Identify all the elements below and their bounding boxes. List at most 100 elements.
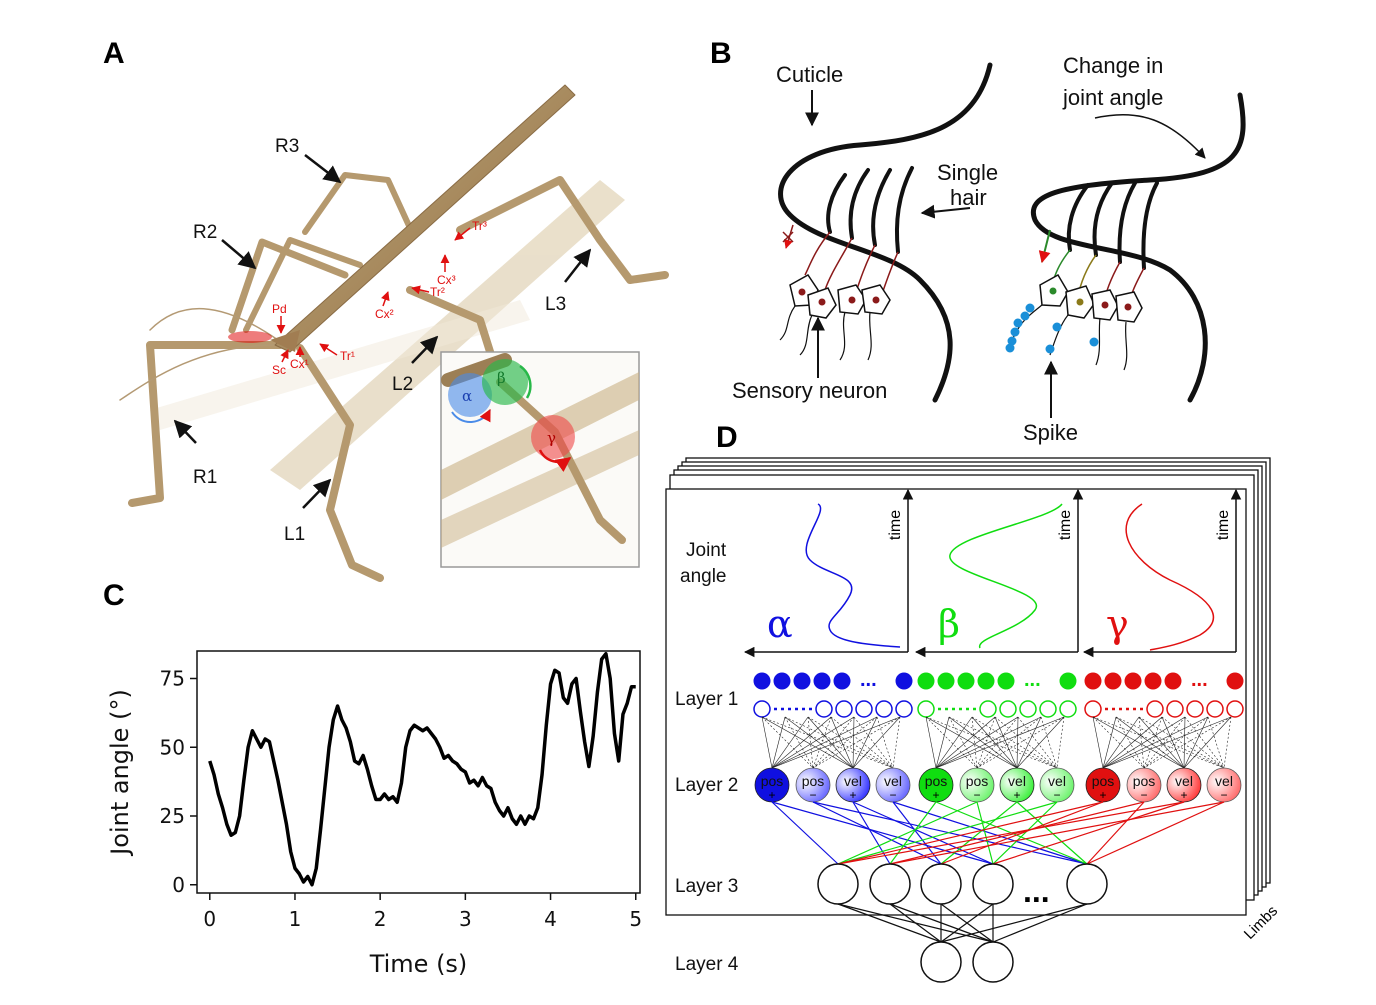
x-tick-label: 4 xyxy=(544,907,557,931)
l1-l2-connection xyxy=(1016,716,1042,769)
layer2-neuron-label: pos xyxy=(1092,773,1115,789)
layer2-neuron-label: vel xyxy=(1175,773,1193,789)
l1-l2-connection xyxy=(1115,716,1185,769)
l1-l2-connection xyxy=(1016,716,1019,769)
l1-l2-connection xyxy=(830,716,854,769)
l1-l2-connection xyxy=(852,716,901,769)
sensory-cells-right xyxy=(1039,273,1143,323)
l1-l2-connection xyxy=(771,716,832,769)
layer2-neuron-sign: − xyxy=(889,788,896,802)
y-tick-label: 25 xyxy=(160,804,185,828)
layer4-neuron xyxy=(920,941,962,983)
l2-l3-connection xyxy=(837,801,1058,865)
l1-l2-connection xyxy=(976,716,1019,769)
label-single-hair-2: hair xyxy=(950,185,987,210)
x-tick-label: 3 xyxy=(459,907,472,931)
l1-l2-connection xyxy=(1223,716,1232,769)
layer1-filled-neuron xyxy=(957,672,975,690)
head-highlight xyxy=(228,331,272,343)
x-tick-label: 5 xyxy=(629,907,642,931)
layer1-open-neuron xyxy=(999,700,1017,718)
l2-l3-connection xyxy=(892,801,1088,865)
l1-l2-connection xyxy=(771,716,901,769)
joint-angle-label-2: angle xyxy=(680,566,727,587)
l1-l2-connection xyxy=(1183,716,1186,769)
l1-l2-connection xyxy=(1092,716,1145,769)
layer1-open-neuron xyxy=(1226,700,1244,718)
joint-angle-line xyxy=(208,652,636,887)
l1-l2-connection xyxy=(1102,716,1209,769)
l2-l3-connection xyxy=(976,801,994,865)
l1-l2-connection xyxy=(1138,716,1145,769)
l2-l3-connection xyxy=(1086,801,1145,865)
l3-l4-connection xyxy=(940,903,994,943)
l2-l3-connection xyxy=(889,801,1145,865)
joint-angle-inset: α β γ xyxy=(440,351,640,568)
l2-l3-connection xyxy=(1086,801,1225,865)
layer3-neuron xyxy=(1066,863,1108,905)
l1-l2-connection xyxy=(1138,716,1225,769)
l1-l2-connection xyxy=(925,716,937,769)
layer4-neuron xyxy=(972,941,1014,983)
l1-l2-connection xyxy=(1040,716,1058,769)
l1-l2-connection xyxy=(976,716,1065,769)
layer1-open-neuron xyxy=(1019,700,1037,718)
layer-2-label: Layer 2 xyxy=(675,775,738,796)
layer2-neuron-sign: + xyxy=(849,788,856,802)
panel-d-letter: D xyxy=(716,421,738,454)
l2-l3-connection xyxy=(812,801,942,865)
label-cuticle: Cuticle xyxy=(776,62,843,87)
blocked-mark xyxy=(782,231,794,243)
l1-l2-connection xyxy=(935,716,1042,769)
l1-l2-connection xyxy=(1183,716,1209,769)
limbs-label: Limbs xyxy=(1241,903,1281,943)
l1-l2-connection xyxy=(1161,716,1225,769)
layer1-dots: ... xyxy=(1191,669,1208,691)
y-tick-label: 75 xyxy=(160,667,185,691)
layer2-neuron-sign: − xyxy=(973,788,980,802)
l1-l2-connection xyxy=(761,716,894,769)
l1-l2-connection xyxy=(761,716,854,769)
layer2-neuron-sign: + xyxy=(1013,788,1020,802)
change-arrow xyxy=(1094,113,1206,159)
l3-l4-connection xyxy=(992,903,1088,943)
l1-l2-connection xyxy=(771,716,786,769)
joint-trace xyxy=(805,503,901,648)
layer3-dots: ... xyxy=(1023,873,1050,909)
leg-label-r1: R1 xyxy=(193,467,217,488)
joint-label-cx3: Cx³ xyxy=(437,273,456,287)
layer1-open-neuron xyxy=(875,700,893,718)
l1-l2-connection xyxy=(1102,716,1232,769)
time-axis-label: time xyxy=(1215,510,1232,540)
l1-l2-connection xyxy=(1143,716,1163,769)
single-hair-arrow xyxy=(920,204,971,219)
greek-label: β xyxy=(938,602,960,646)
l1-l2-connection xyxy=(852,716,855,769)
leg-label-r3: R3 xyxy=(275,136,299,157)
x-tick-label: 2 xyxy=(374,907,387,931)
layer1-filled-neuron xyxy=(937,672,955,690)
joint-label-tr1: Tr¹ xyxy=(340,349,355,363)
axons-left xyxy=(779,305,872,361)
l1-l2-connection xyxy=(1143,716,1232,769)
layer2-neuron-sign: − xyxy=(1140,788,1147,802)
y-axis-title: Joint angle (°) xyxy=(106,689,134,857)
layer2-neuron-label: pos xyxy=(966,773,989,789)
l1-l2-connection xyxy=(1102,716,1117,769)
joint-trace xyxy=(1125,503,1215,651)
l1-l2-connection xyxy=(935,716,1019,769)
x-tick-label: 1 xyxy=(289,907,302,931)
spikes xyxy=(1005,303,1099,354)
x-axis-title: Time (s) xyxy=(369,950,468,978)
l1-l2-connection xyxy=(812,716,901,769)
layer2-neuron-sign: + xyxy=(1180,788,1187,802)
l1-l2-connection xyxy=(1161,716,1185,769)
layer3-neuron xyxy=(920,863,962,905)
panel-b-letter: B xyxy=(710,37,732,70)
l1-l2-connection xyxy=(807,716,814,769)
l2-l3-connection xyxy=(771,801,839,865)
layer2-neuron-sign: − xyxy=(809,788,816,802)
